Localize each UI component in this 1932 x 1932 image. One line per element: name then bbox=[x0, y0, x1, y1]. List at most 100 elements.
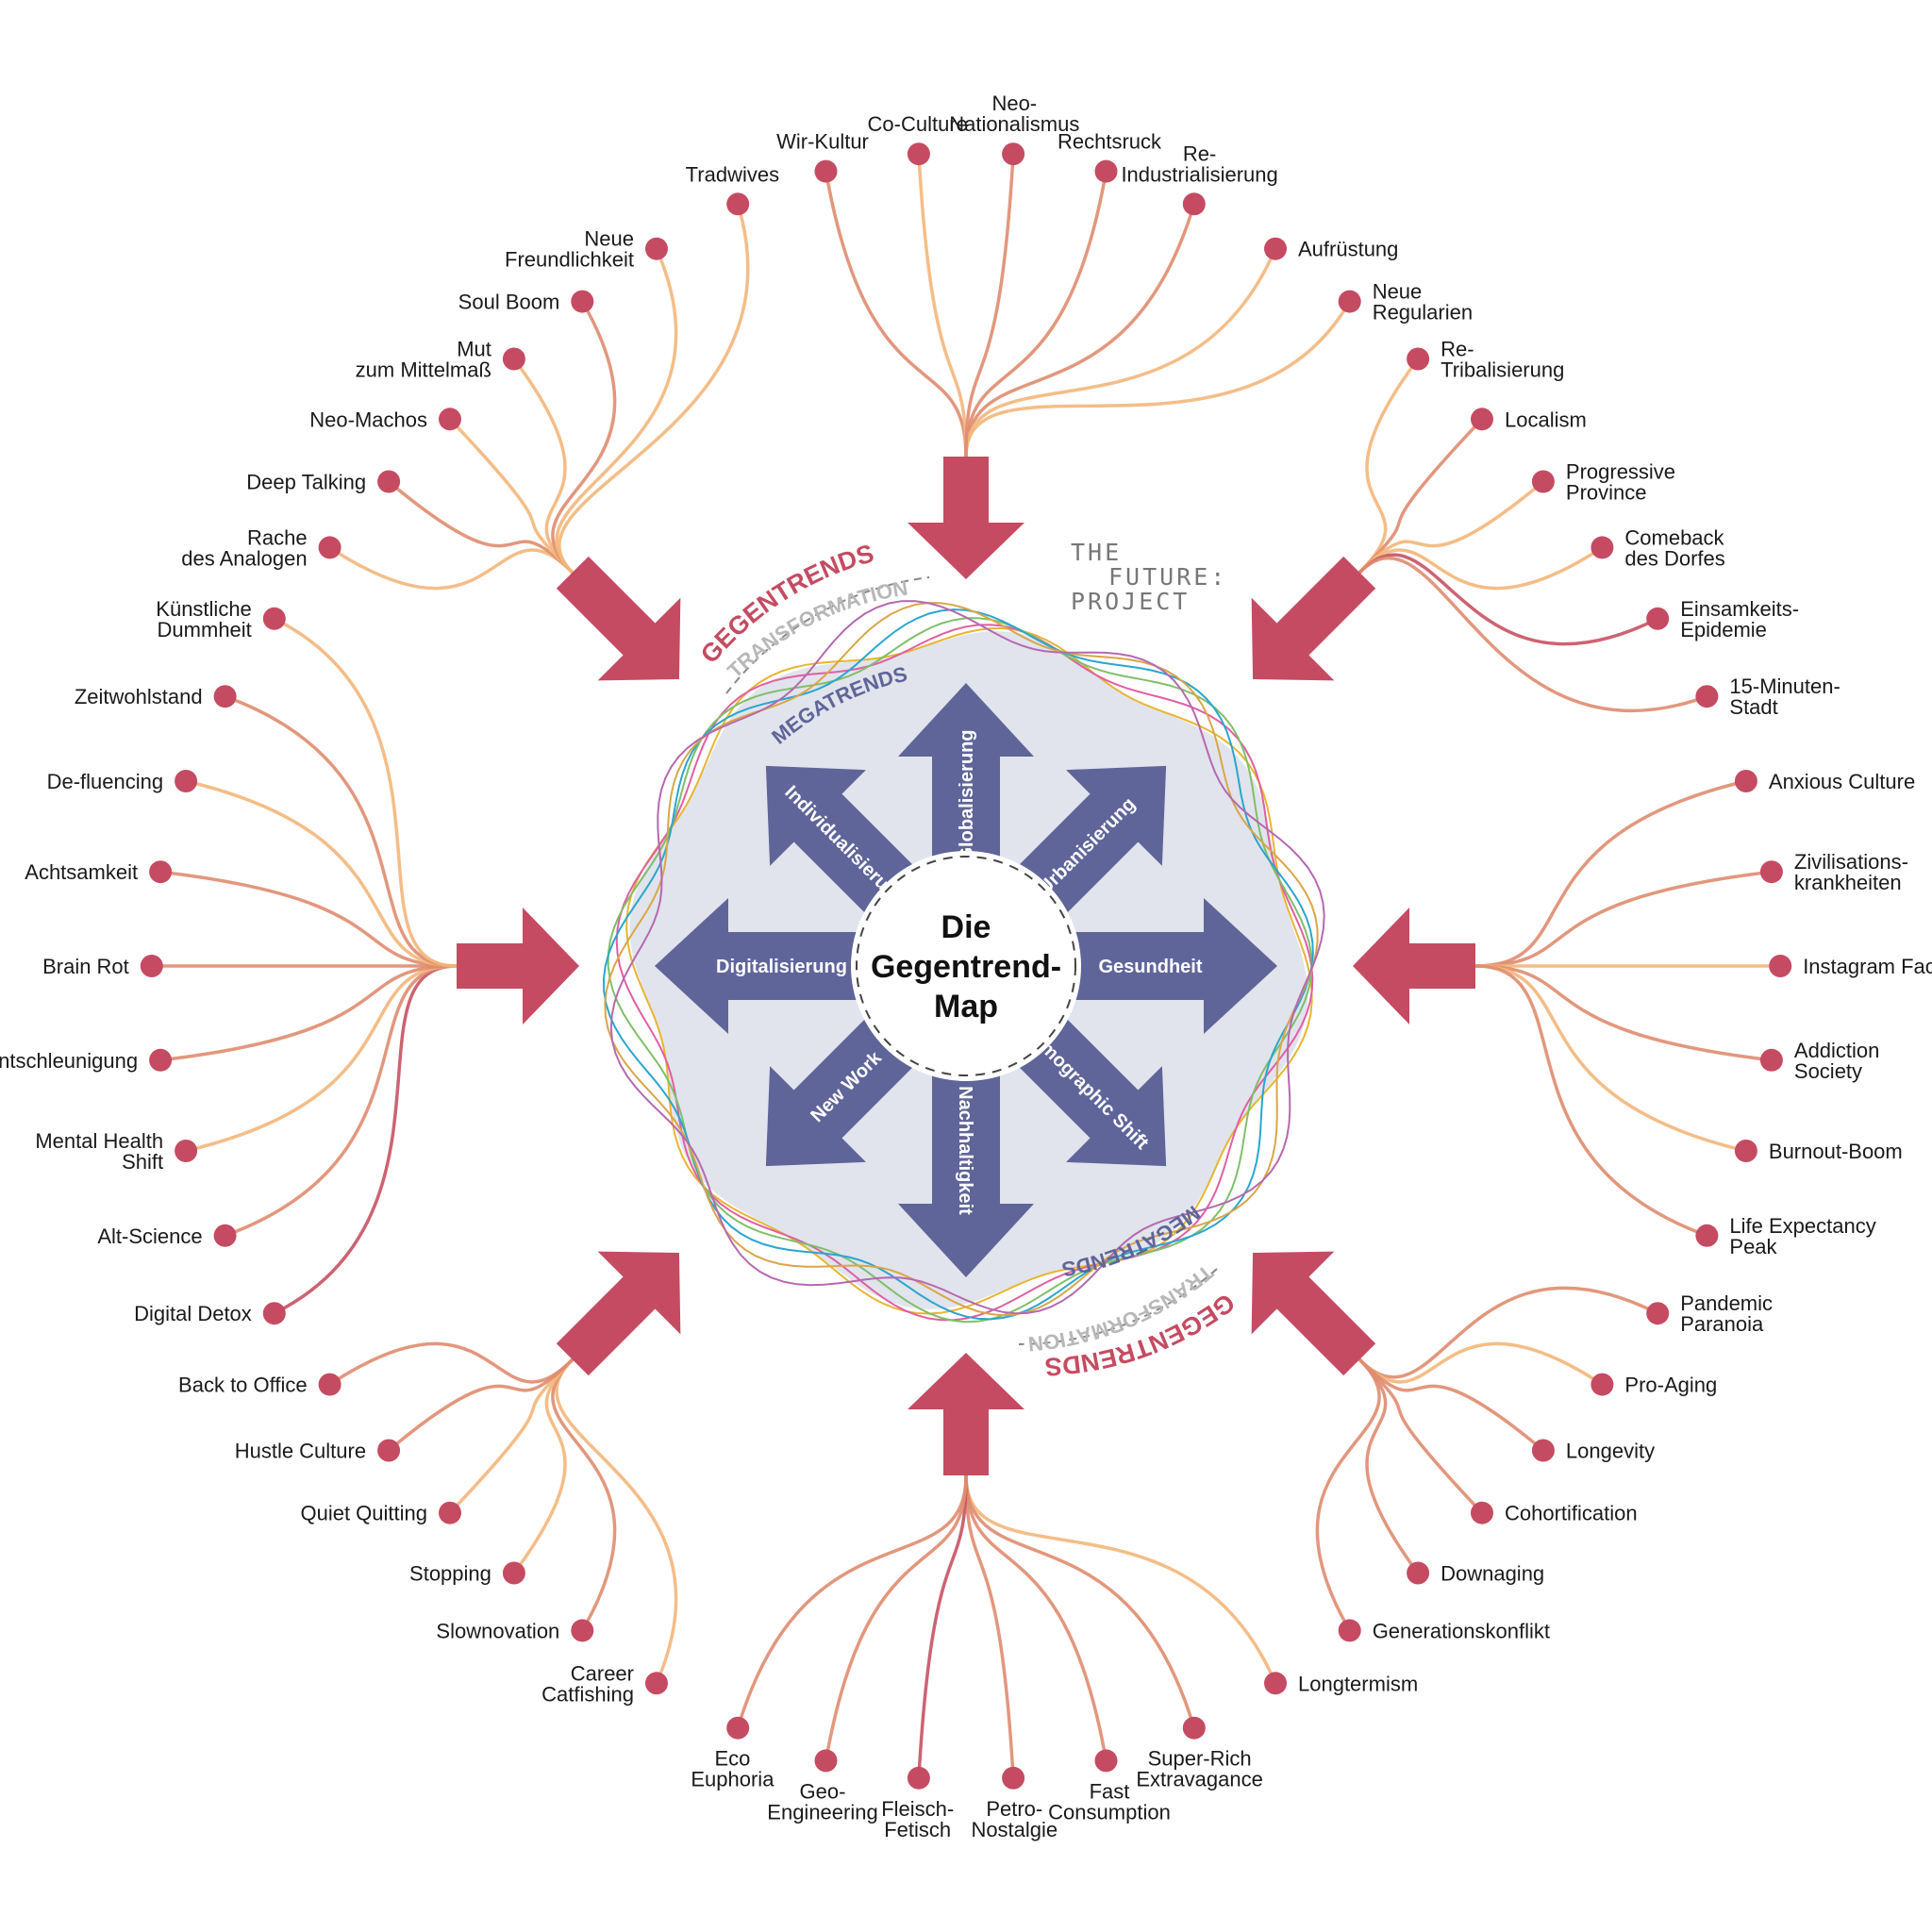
node-dot[interactable] bbox=[1769, 955, 1792, 977]
countertrend-node-burnout-boom[interactable]: Burnout-Boom bbox=[1734, 1140, 1903, 1163]
countertrend-node-anxious-culture[interactable]: Anxious Culture bbox=[1734, 770, 1915, 793]
countertrend-node-fleisch-fetisch[interactable]: Fleisch-Fetisch bbox=[881, 1766, 954, 1841]
node-dot[interactable] bbox=[645, 237, 668, 260]
countertrend-node-de-fluencing[interactable]: De-fluencing bbox=[47, 770, 198, 793]
node-dot[interactable] bbox=[1471, 1501, 1493, 1524]
node-dot[interactable] bbox=[175, 1140, 198, 1162]
node-dot[interactable] bbox=[1531, 470, 1555, 493]
node-dot[interactable] bbox=[140, 955, 163, 977]
node-dot[interactable] bbox=[814, 1749, 838, 1773]
node-dot[interactable] bbox=[1531, 1439, 1555, 1462]
node-dot[interactable] bbox=[502, 1561, 525, 1585]
node-dot[interactable] bbox=[1646, 607, 1670, 630]
countertrend-node-geo-engineering[interactable]: Geo-Engineering bbox=[767, 1749, 878, 1824]
countertrend-node-soul-boom[interactable]: Soul Boom bbox=[458, 290, 594, 314]
node-dot[interactable] bbox=[1094, 159, 1118, 183]
countertrend-node-re-tribalisierung[interactable]: Re-Tribalisierung bbox=[1407, 338, 1564, 382]
node-dot[interactable] bbox=[262, 1302, 286, 1325]
node-dot[interactable] bbox=[1695, 1224, 1719, 1247]
countertrend-node-petro-nostalgie[interactable]: Petro-Nostalgie bbox=[971, 1766, 1058, 1841]
node-dot[interactable] bbox=[726, 192, 750, 216]
node-dot[interactable] bbox=[1182, 192, 1206, 216]
node-dot[interactable] bbox=[645, 1672, 668, 1695]
countertrend-node-rechtsruck[interactable]: Rechtsruck bbox=[1058, 130, 1162, 183]
node-dot[interactable] bbox=[726, 1716, 750, 1740]
countertrend-node-localism[interactable]: Localism bbox=[1471, 408, 1587, 431]
node-dot[interactable] bbox=[1759, 1048, 1783, 1072]
countertrend-node-entschleunigung[interactable]: Entschleunigung bbox=[0, 1048, 173, 1073]
node-dot[interactable] bbox=[1734, 770, 1757, 792]
node-dot[interactable] bbox=[439, 408, 461, 431]
countertrend-node-alt-science[interactable]: Alt-Science bbox=[97, 1224, 237, 1248]
countertrend-node-quiet-quitting[interactable]: Quiet Quitting bbox=[300, 1501, 461, 1525]
countertrend-node-co-culture[interactable]: Co-Culture bbox=[868, 112, 968, 166]
node-dot[interactable] bbox=[1182, 1716, 1206, 1740]
node-dot[interactable] bbox=[571, 1619, 594, 1642]
countertrend-node-digital-detox[interactable]: Digital Detox bbox=[134, 1302, 286, 1325]
countertrend-node-zivilisations-krankheiten[interactable]: Zivilisations-krankheiten bbox=[1759, 850, 1908, 894]
countertrend-node-15-minuten-stadt[interactable]: 15-Minuten-Stadt bbox=[1695, 675, 1840, 719]
node-dot[interactable] bbox=[1591, 1373, 1614, 1396]
node-dot[interactable] bbox=[213, 685, 237, 708]
countertrend-node-tradwives[interactable]: Tradwives bbox=[686, 162, 779, 216]
node-dot[interactable] bbox=[213, 1224, 237, 1247]
countertrend-node-cohortification[interactable]: Cohortification bbox=[1471, 1501, 1638, 1525]
countertrend-node-deep-talking[interactable]: Deep Talking bbox=[246, 470, 401, 494]
node-dot[interactable] bbox=[1002, 1766, 1025, 1790]
node-dot[interactable] bbox=[262, 607, 286, 630]
node-dot[interactable] bbox=[907, 1766, 930, 1790]
node-dot[interactable] bbox=[1002, 142, 1025, 166]
countertrend-node-longtermism[interactable]: Longtermism bbox=[1264, 1672, 1418, 1695]
countertrend-node-slownovation[interactable]: Slownovation bbox=[436, 1619, 594, 1642]
node-dot[interactable] bbox=[318, 536, 341, 559]
node-dot[interactable] bbox=[149, 860, 173, 884]
countertrend-node-longevity[interactable]: Longevity bbox=[1531, 1439, 1655, 1463]
node-dot[interactable] bbox=[1695, 685, 1719, 708]
countertrend-node-brain-rot[interactable]: Brain Rot bbox=[42, 955, 163, 978]
countertrend-node-hustle-culture[interactable]: Hustle Culture bbox=[235, 1439, 401, 1463]
node-dot[interactable] bbox=[1264, 1672, 1287, 1695]
node-dot[interactable] bbox=[1646, 1302, 1670, 1325]
countertrend-node-back-to-office[interactable]: Back to Office bbox=[178, 1373, 341, 1397]
node-dot[interactable] bbox=[502, 347, 525, 371]
node-dot[interactable] bbox=[1338, 1619, 1361, 1642]
countertrend-node-einsamkeits-epidemie[interactable]: Einsamkeits-Epidemie bbox=[1646, 597, 1799, 641]
node-dot[interactable] bbox=[175, 770, 198, 792]
countertrend-node-downaging[interactable]: Downaging bbox=[1407, 1561, 1544, 1586]
node-dot[interactable] bbox=[907, 142, 930, 166]
node-dot[interactable] bbox=[1407, 347, 1430, 371]
node-dot[interactable] bbox=[1471, 408, 1493, 431]
countertrend-node-neo-machos[interactable]: Neo-Machos bbox=[309, 408, 461, 431]
countertrend-node-stopping[interactable]: Stopping bbox=[409, 1561, 525, 1586]
countertrend-node-instagram-face[interactable]: Instagram Face bbox=[1769, 955, 1932, 978]
node-dot[interactable] bbox=[814, 159, 838, 183]
countertrend-node-aufrüstung[interactable]: Aufrüstung bbox=[1264, 237, 1398, 261]
countertrend-node-neo-nationalismus[interactable]: Neo-Nationalismus bbox=[949, 92, 1079, 166]
node-dot[interactable] bbox=[439, 1501, 461, 1524]
node-dot[interactable] bbox=[1734, 1140, 1757, 1162]
countertrend-node-wir-kultur[interactable]: Wir-Kultur bbox=[776, 130, 869, 183]
node-dot[interactable] bbox=[571, 290, 594, 313]
node-dot[interactable] bbox=[318, 1373, 341, 1396]
node-dot[interactable] bbox=[149, 1048, 173, 1072]
node-dot[interactable] bbox=[1759, 860, 1783, 884]
countertrend-node-pro-aging[interactable]: Pro-Aging bbox=[1591, 1373, 1717, 1397]
node-dot[interactable] bbox=[1407, 1561, 1430, 1585]
node-dot[interactable] bbox=[1591, 536, 1614, 559]
node-dot[interactable] bbox=[1094, 1749, 1118, 1773]
node-dot[interactable] bbox=[1338, 290, 1361, 313]
